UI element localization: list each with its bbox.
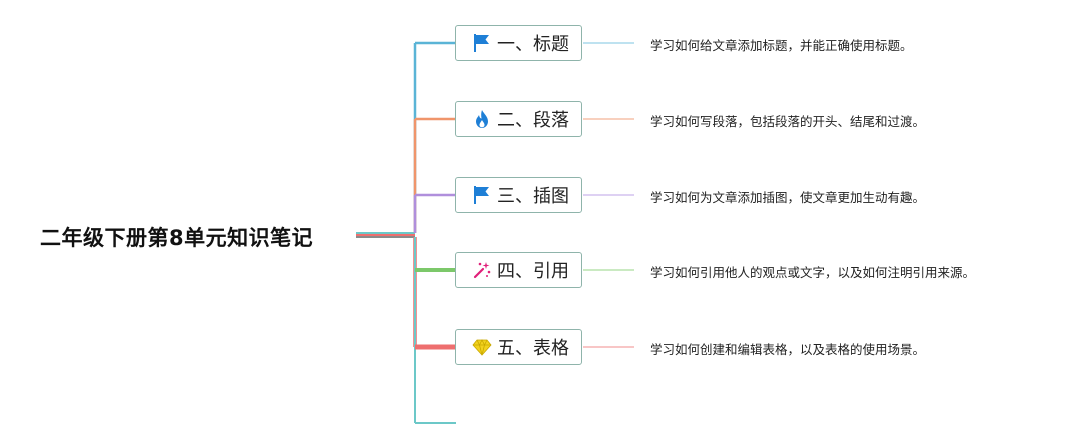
topic-label: 三、插图	[497, 186, 569, 207]
fire-icon	[471, 108, 493, 130]
topic-table[interactable]: 五、表格	[455, 329, 582, 365]
topic-description: 学习如何给文章添加标题，并能正确使用标题。	[650, 38, 913, 53]
topic-paragraph[interactable]: 二、段落	[455, 101, 582, 137]
topic-description: 学习如何写段落，包括段落的开头、结尾和过渡。	[650, 114, 926, 129]
diamond-icon	[471, 336, 493, 358]
topic-label: 五、表格	[497, 338, 569, 359]
topic-description: 学习如何引用他人的观点或文字，以及如何注明引用来源。	[650, 265, 976, 280]
topic-title[interactable]: 一、标题	[455, 25, 582, 61]
topic-quotation[interactable]: 四、引用	[455, 252, 582, 288]
topic-label: 四、引用	[497, 261, 569, 282]
topic-illustration[interactable]: 三、插图	[455, 177, 582, 213]
topic-description: 学习如何为文章添加插图，使文章更加生动有趣。	[650, 190, 926, 205]
magic-wand-icon	[471, 259, 493, 281]
root-topic[interactable]: 二年级下册第8单元知识笔记	[40, 226, 314, 250]
flag-icon	[471, 32, 493, 54]
flag-icon	[471, 184, 493, 206]
topic-description: 学习如何创建和编辑表格，以及表格的使用场景。	[650, 342, 926, 357]
root-connector	[356, 232, 415, 238]
topic-label: 二、段落	[497, 110, 569, 131]
topic-label: 一、标题	[497, 34, 569, 55]
